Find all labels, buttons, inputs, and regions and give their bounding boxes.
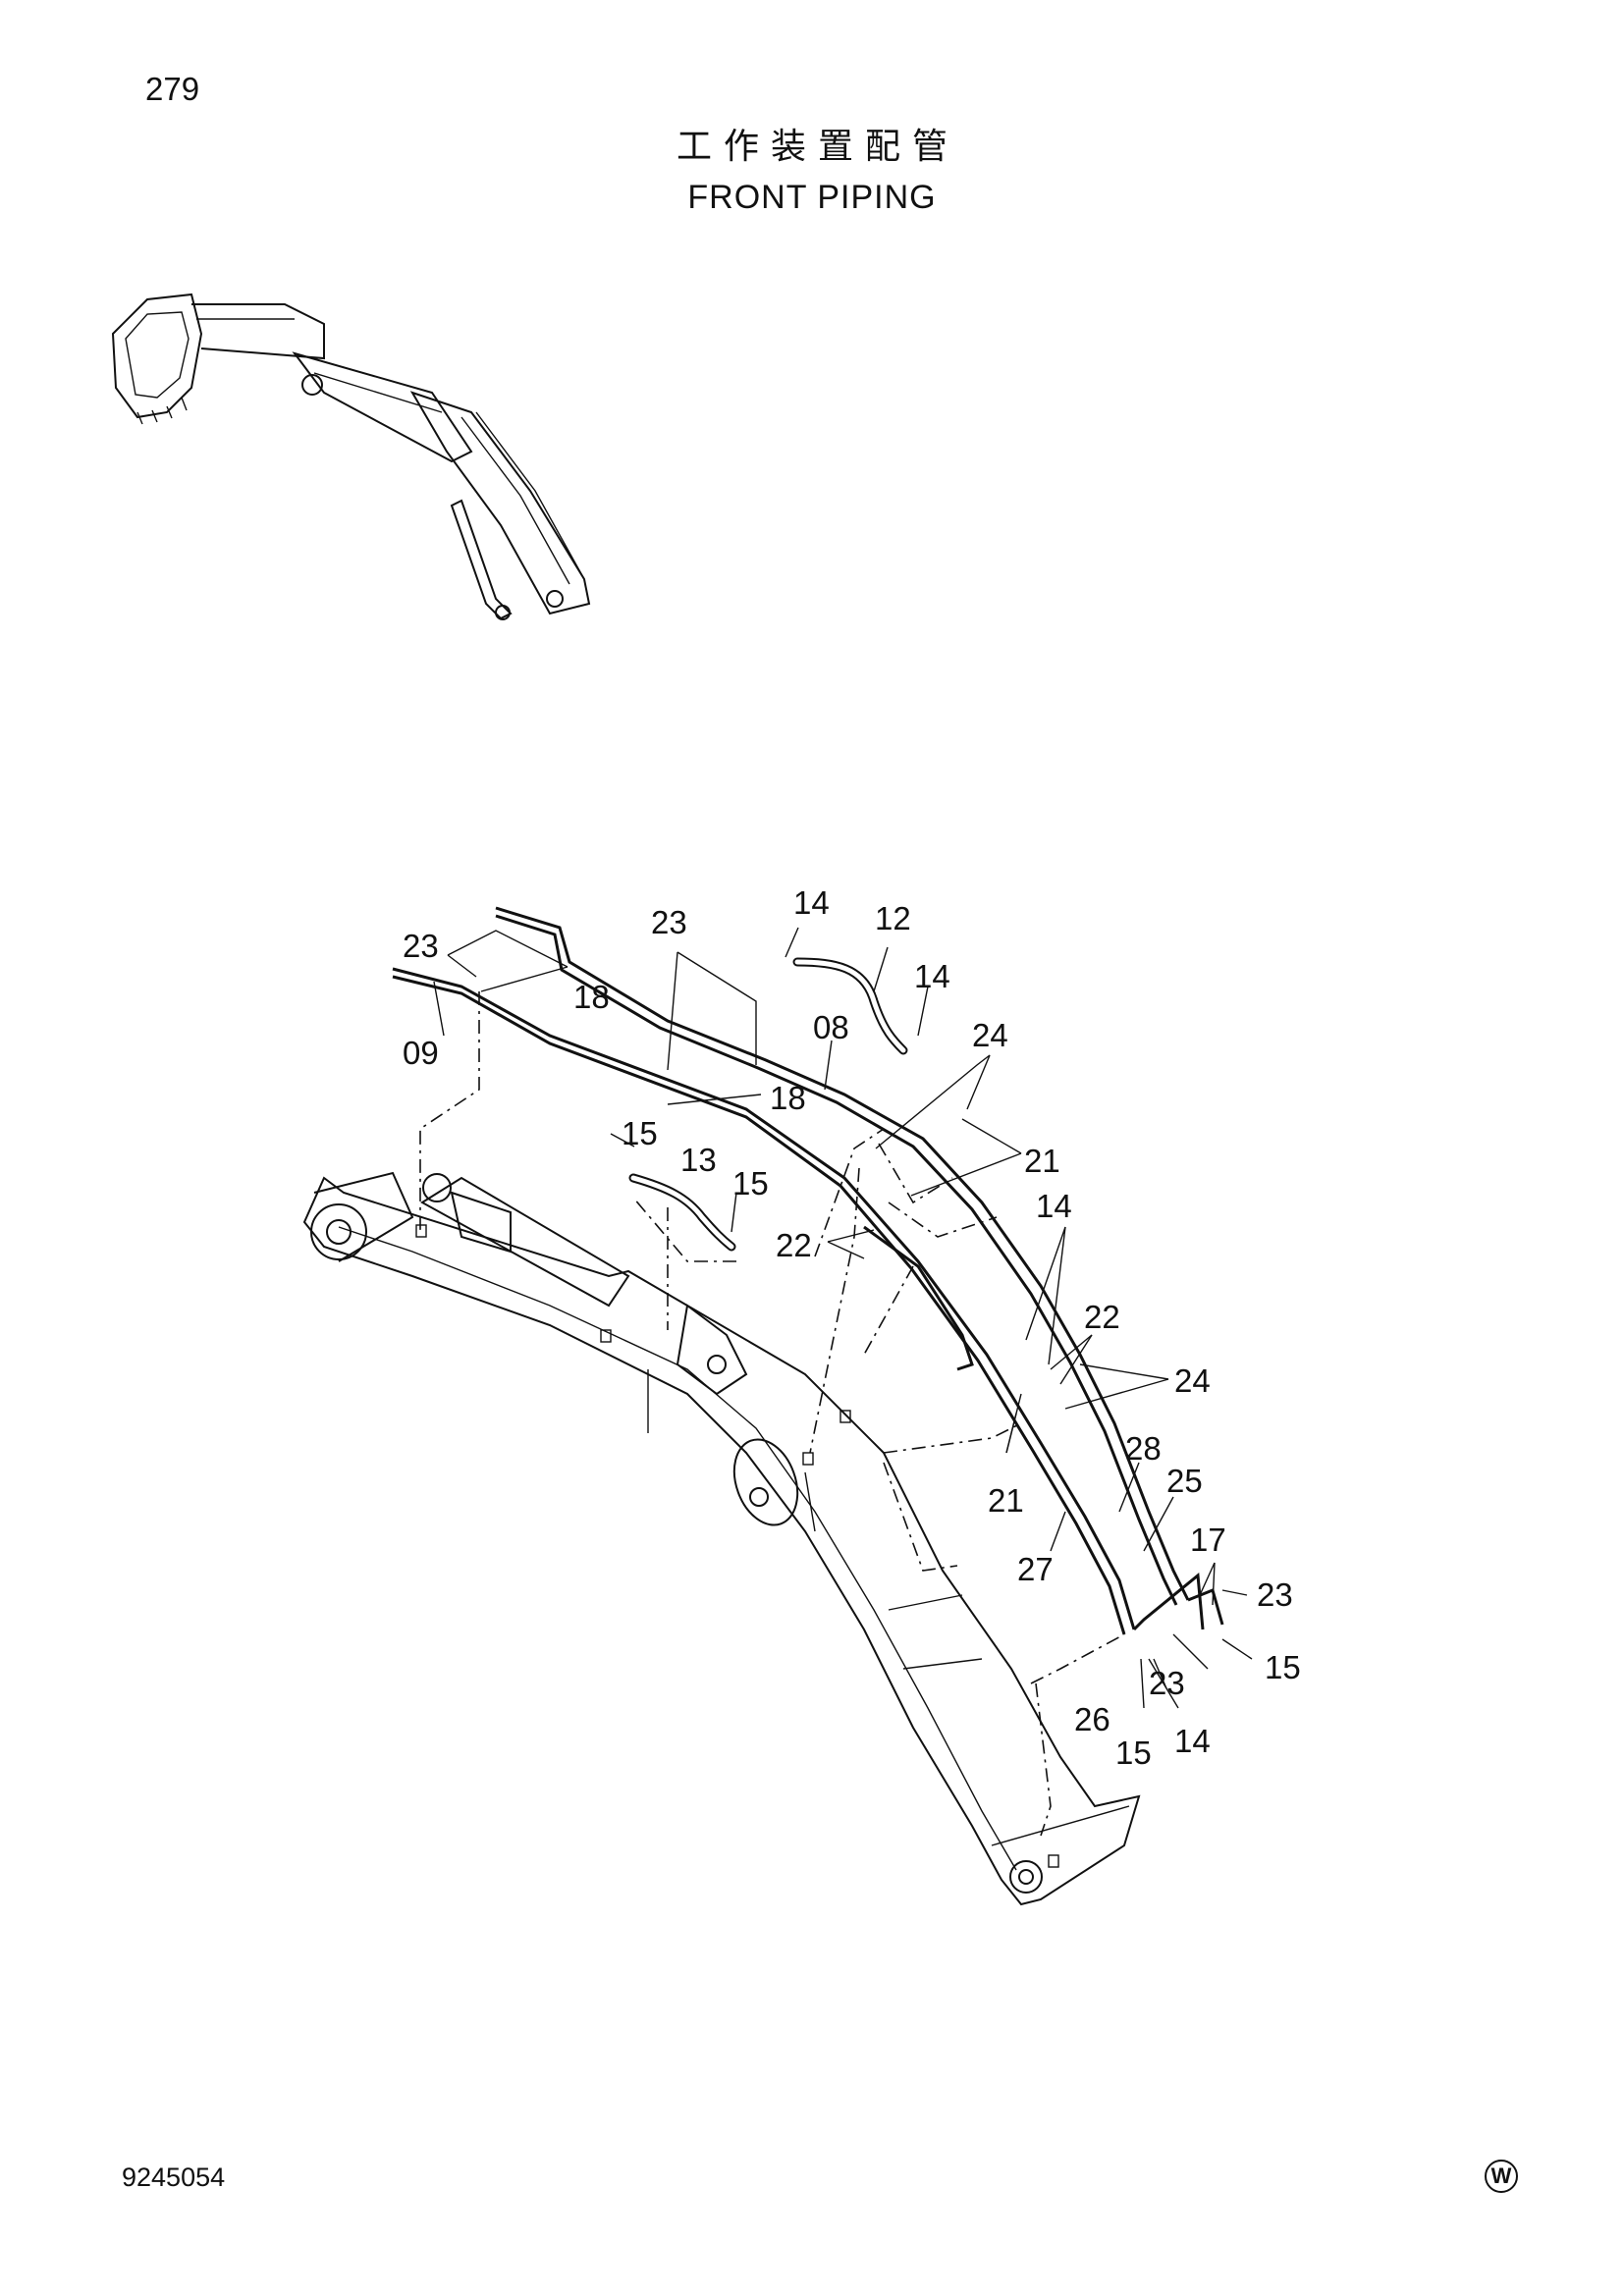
overview-illustration [111, 293, 591, 620]
assembly-leaders [419, 991, 1125, 1837]
callout-14: 14 [914, 958, 950, 994]
callout-25: 25 [1166, 1463, 1203, 1499]
callout-23: 23 [651, 904, 687, 940]
title-block: 工作装置配管 FRONT PIPING [0, 118, 1624, 217]
title-english: FRONT PIPING [687, 179, 937, 216]
main-illustration [302, 1171, 1141, 1906]
title-chinese: 工作装置配管 [676, 127, 959, 167]
callout-15: 15 [622, 1115, 658, 1151]
callout-labels: 23 18 09 23 18 14 12 14 08 24 21 15 13 1… [403, 884, 1301, 1771]
callout-14: 14 [1036, 1188, 1072, 1224]
pipes [392, 906, 1224, 1635]
callout-18: 18 [573, 979, 610, 1015]
callout-22: 22 [1084, 1299, 1120, 1335]
callout-24: 24 [972, 1017, 1008, 1053]
w-mark-icon: W [1485, 2160, 1518, 2193]
callout-08: 08 [813, 1009, 849, 1045]
callout-09: 09 [403, 1035, 439, 1071]
callout-23: 23 [1257, 1576, 1293, 1613]
callout-15: 15 [732, 1165, 769, 1201]
callout-14: 14 [793, 884, 830, 921]
document-number: 9245054 [122, 2163, 226, 2192]
page-number: 279 [145, 71, 200, 107]
callout-21: 21 [988, 1482, 1024, 1519]
callout-14: 14 [1174, 1723, 1211, 1759]
callout-13: 13 [680, 1142, 717, 1178]
callout-15: 15 [1265, 1649, 1301, 1685]
callout-17: 17 [1190, 1522, 1226, 1558]
callout-18: 18 [770, 1080, 806, 1116]
callout-27: 27 [1017, 1551, 1054, 1587]
callout-12: 12 [875, 900, 911, 936]
callout-15: 15 [1115, 1735, 1152, 1771]
hoses [628, 957, 908, 1252]
callout-24: 24 [1174, 1362, 1211, 1399]
callout-21: 21 [1024, 1143, 1060, 1179]
callout-22: 22 [776, 1227, 812, 1263]
callout-28: 28 [1125, 1430, 1162, 1467]
callout-leaders [433, 927, 1253, 1709]
callout-23: 23 [403, 928, 439, 964]
callout-23: 23 [1149, 1665, 1185, 1701]
callout-26: 26 [1074, 1701, 1110, 1737]
